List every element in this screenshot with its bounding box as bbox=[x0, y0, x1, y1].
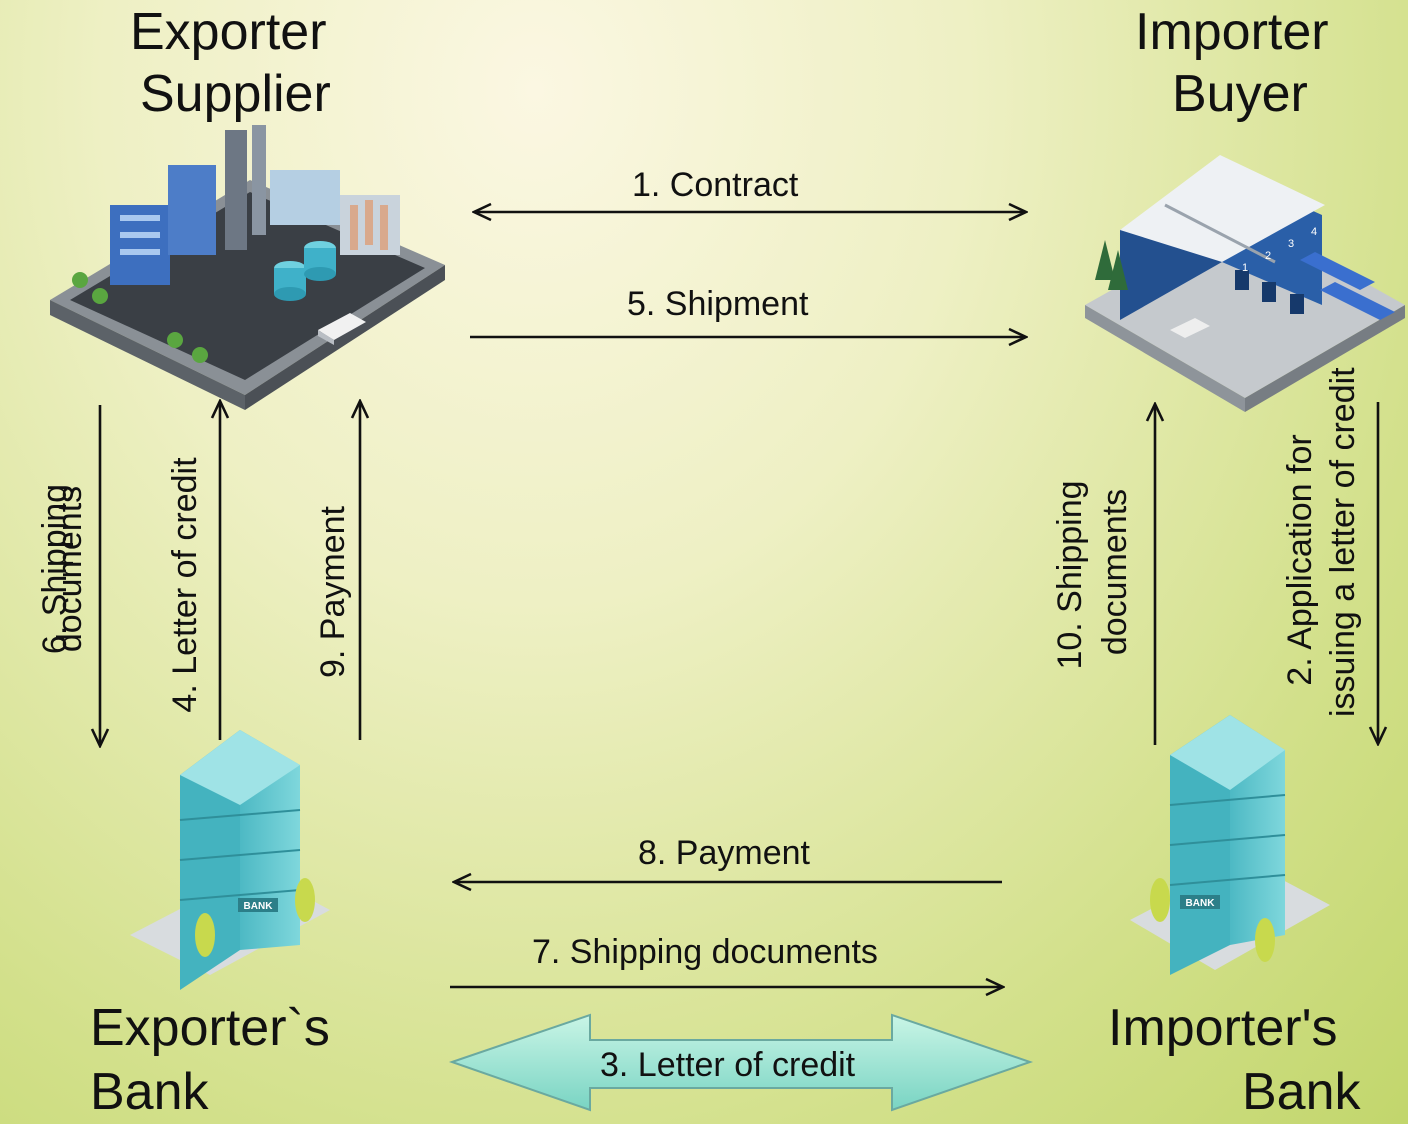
label-application-line2: issuing a letter of credit bbox=[1324, 367, 1362, 717]
importer-bank-building: BANK bbox=[1130, 715, 1330, 975]
exporter-bank-title-line2: Bank bbox=[90, 1063, 209, 1121]
importer-bank-title-line2: Bank bbox=[1242, 1063, 1361, 1121]
importer-title-line2: Buyer bbox=[1172, 65, 1308, 123]
importer-title-line1: Importer bbox=[1135, 3, 1329, 61]
label-shipping-documents-6-line2: documents bbox=[51, 485, 89, 653]
factory-illustration bbox=[50, 125, 445, 410]
dock-number-3: 3 bbox=[1288, 238, 1295, 250]
label-shipping-documents-10-line1: 10. Shipping bbox=[1051, 480, 1089, 670]
exporter-bank-sign: BANK bbox=[244, 901, 274, 912]
exporter-title-line1: Exporter bbox=[130, 3, 327, 61]
label-letter-of-credit-3: 3. Letter of credit bbox=[600, 1046, 856, 1084]
double-arrow-letter-of-credit bbox=[448, 1013, 1034, 1112]
label-application-line1: 2. Application for bbox=[1281, 434, 1319, 686]
importer-bank-sign: BANK bbox=[1186, 898, 1216, 909]
label-shipping-documents-7: 7. Shipping documents bbox=[532, 933, 878, 971]
dock-number-2: 2 bbox=[1265, 250, 1272, 262]
dock-number-4: 4 bbox=[1311, 226, 1318, 238]
label-payment-9: 9. Payment bbox=[314, 506, 352, 678]
warehouse-illustration bbox=[1085, 155, 1405, 412]
label-letter-of-credit-4: 4. Letter of credit bbox=[166, 457, 204, 713]
dock-number-1: 1 bbox=[1242, 262, 1249, 274]
importer-bank-title-line1: Importer's bbox=[1108, 999, 1338, 1057]
label-shipping-documents-10-line2: documents bbox=[1096, 488, 1134, 656]
exporter-title-line2: Supplier bbox=[140, 65, 331, 123]
label-contract: 1. Contract bbox=[632, 166, 799, 204]
exporter-bank-title-line1: Exporter`s bbox=[90, 999, 330, 1057]
exporter-bank-building: BANK bbox=[130, 730, 330, 990]
label-payment-8: 8. Payment bbox=[638, 834, 810, 872]
label-shipment: 5. Shipment bbox=[627, 285, 809, 323]
